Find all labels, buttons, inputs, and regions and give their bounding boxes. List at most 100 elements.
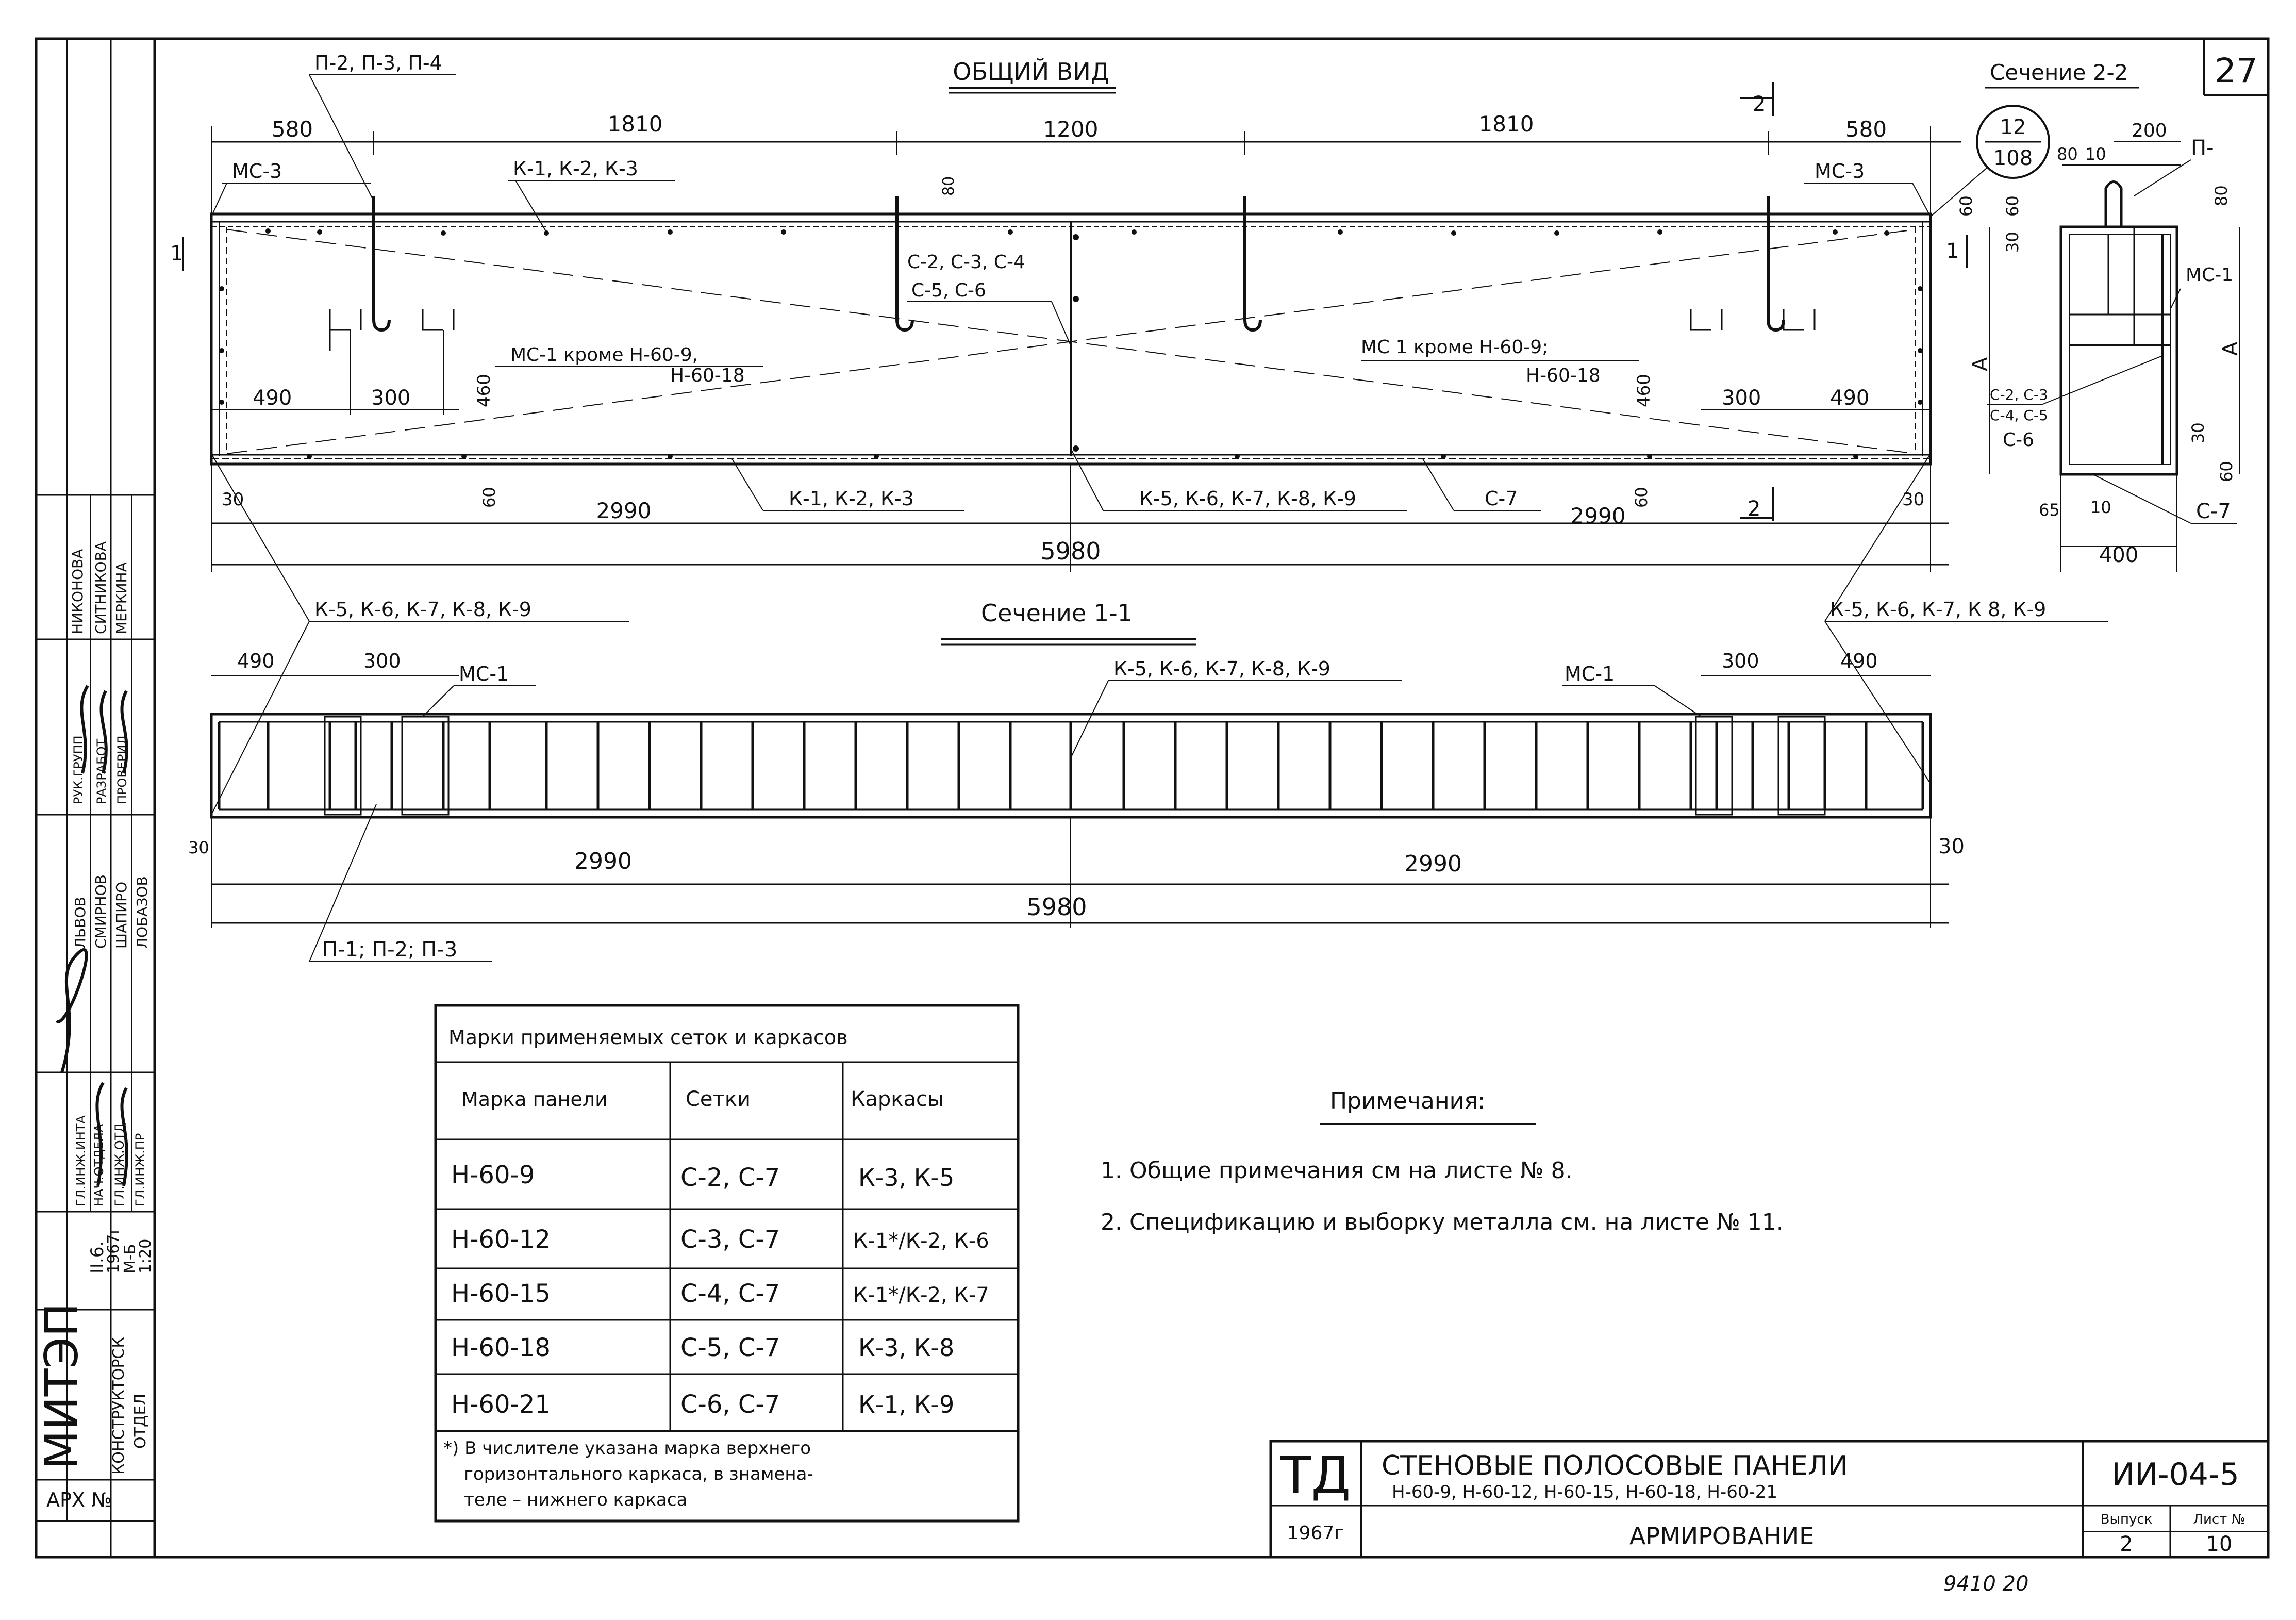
table-cell: С-2, С-7 xyxy=(680,1163,780,1192)
s11-k-mid: К-5, К-6, К-7, К-8, К-9 xyxy=(1113,657,1330,680)
table-cell: Н-60-18 xyxy=(451,1333,551,1362)
table-cell: К-1, К-9 xyxy=(858,1391,954,1418)
stamp-name: ЛЬВОВ xyxy=(72,897,89,949)
s11-dim-total: 5980 xyxy=(1026,893,1087,921)
table-cell: Н-60-12 xyxy=(451,1225,551,1254)
table-cell: К-3, К-5 xyxy=(858,1164,954,1192)
s22-c7: С-7 xyxy=(2196,500,2231,523)
label-d60-left: 60 xyxy=(479,487,499,508)
note-item: 1. Общие примечания см на листе № 8. xyxy=(1101,1158,1573,1184)
label-ms3-left: МС-3 xyxy=(232,160,282,183)
section-mark-1-right: 1 xyxy=(1946,239,1959,263)
stirrup-bars xyxy=(218,722,1924,809)
dim-top-2: 1810 xyxy=(608,111,663,137)
table-cell: Н-60-15 xyxy=(451,1279,551,1308)
table-header-panel: Марка панели xyxy=(461,1088,608,1111)
s11-d300-right: 300 xyxy=(1722,650,1759,672)
dim-edge-left: 30 xyxy=(222,489,244,510)
table-cell: Н-60-9 xyxy=(451,1161,535,1189)
label-k5-bottom: К-5, К-6, К-7, К-8, К-9 xyxy=(1139,487,1356,510)
table-cell: К-1*/К-2, К-6 xyxy=(853,1229,989,1253)
table-title: Марки применяемых сеток и каркасов xyxy=(448,1026,848,1049)
s22-d80: 80 xyxy=(2057,144,2078,164)
s22-d65: 65 xyxy=(2039,500,2060,520)
sheet-number: 27 xyxy=(2215,51,2258,91)
stamp-name: НИКОНОВА xyxy=(69,549,86,634)
table-cell: С-3, С-7 xyxy=(680,1225,780,1254)
s11-edge-left: 30 xyxy=(188,838,209,857)
notes: Примечания: 1. Общие примечания см на ли… xyxy=(1101,1088,1784,1235)
title-year: 1967г xyxy=(1287,1523,1344,1544)
dim-top-5: 580 xyxy=(1845,117,1887,142)
section-mark-2-top: 2 xyxy=(1753,92,1766,116)
s11-d490-right: 490 xyxy=(1840,650,1878,672)
s22-ms1: МС-1 xyxy=(2186,265,2233,286)
s22-d60: 60 xyxy=(2003,195,2022,217)
title-sheet: 10 xyxy=(2206,1532,2233,1556)
label-ms3-right: МС-3 xyxy=(1815,160,1865,183)
callout-top: 12 xyxy=(2000,115,2026,139)
s11-d300-left: 300 xyxy=(363,650,401,672)
section-11-title: Сечение 1-1 xyxy=(981,599,1133,627)
label-d300-left: 300 xyxy=(371,386,410,410)
stamp-org: МИТЭП xyxy=(35,1303,88,1469)
s22-d400: 400 xyxy=(2099,543,2138,567)
label-d490-right: 490 xyxy=(1830,386,1869,410)
table-cell: С-4, С-7 xyxy=(680,1279,780,1308)
note-item: 2. Спецификацию и выборку металла см. на… xyxy=(1101,1209,1784,1235)
s22-d10b: 10 xyxy=(2090,498,2111,517)
lifting-loop xyxy=(1243,196,1262,332)
s11-ms1-right: МС-1 xyxy=(1565,663,1615,685)
callout-circle xyxy=(1976,105,2050,179)
table-footnote-1: *) В числителе указана марка верхнего xyxy=(443,1438,811,1459)
s22-d10: 10 xyxy=(2085,144,2106,164)
title-code: ИИ-04-5 xyxy=(2111,1457,2239,1493)
stamp-scale-2: 1:20 xyxy=(137,1239,155,1274)
lifting-loop xyxy=(895,196,914,332)
label-c7: С-7 xyxy=(1485,487,1518,510)
side-stamp: МИТЭП КОНСТРУКТОРСК ОТДЕЛ АРХ № II.6. 19… xyxy=(35,39,155,1557)
section-22-title: Сечение 2-2 xyxy=(1990,60,2128,85)
s22-p-label: П- xyxy=(2191,136,2214,160)
stamp-name: МЕРКИНА xyxy=(113,562,130,634)
label-d460-right: 460 xyxy=(1634,374,1654,407)
bottom-note: 9410 20 xyxy=(1943,1572,2028,1596)
dim-bottom-1: 2990 xyxy=(596,498,652,523)
s22-d30b: 30 xyxy=(2188,422,2208,443)
s22-a-right: А xyxy=(2219,341,2242,356)
dim-top-4: 1810 xyxy=(1479,111,1534,137)
s22-c-2: С-4, С-5 xyxy=(1990,407,2048,424)
title-sheet-title: АРМИРОВАНИЕ xyxy=(1629,1522,1814,1550)
s22-a-left: А xyxy=(1969,357,1992,371)
title-issue-label: Выпуск xyxy=(2101,1512,2153,1527)
s11-k-left: К-5, К-6, К-7, К-8, К-9 xyxy=(314,598,531,621)
notes-title: Примечания: xyxy=(1330,1088,1486,1114)
title-issue: 2 xyxy=(2120,1532,2133,1556)
s22-c-3: С-6 xyxy=(2003,429,2034,451)
stamp-date-1: II.6. xyxy=(87,1241,108,1274)
s11-ms1-left: МС-1 xyxy=(459,663,509,685)
s11-d490-left: 490 xyxy=(237,650,275,672)
s11-k-right: К-5, К-6, К-7, К 8, К-9 xyxy=(1830,598,2046,621)
s11-dim-bottom-1: 2990 xyxy=(574,848,632,874)
table-cell: С-5, С-7 xyxy=(680,1333,780,1362)
section-1-1: Сечение 1-1 К-5, К-6, К-7, К-8, К-9 К-5,… xyxy=(188,453,2108,962)
lifting-loop xyxy=(1767,196,1785,332)
embedded-plates xyxy=(329,309,1816,351)
stamp-role: ГЛ.ИНЖ.ПР xyxy=(133,1133,147,1206)
s22-d200: 200 xyxy=(2132,120,2167,141)
stamp-name: СИТНИКОВА xyxy=(92,541,109,634)
label-d490-left: 490 xyxy=(253,386,292,410)
s11-dim-bottom-2: 2990 xyxy=(1404,851,1462,877)
rebar-dots xyxy=(219,228,1923,459)
table-footnote-3: теле – нижнего каркаса xyxy=(464,1490,687,1510)
s22-d30: 30 xyxy=(2003,232,2022,253)
signature-scribble xyxy=(55,685,128,1186)
dim-total: 5980 xyxy=(1040,537,1101,565)
title-sub: Н-60-9, Н-60-12, Н-60-15, Н-60-18, Н-60-… xyxy=(1392,1482,1777,1502)
s11-edge-right: 30 xyxy=(1938,835,1965,858)
label-p-top: П-2, П-3, П-4 xyxy=(314,52,442,74)
label-ms1-right-2: Н-60-18 xyxy=(1526,365,1601,386)
table-header-frame: Каркасы xyxy=(851,1087,944,1111)
dim-top-1: 580 xyxy=(272,117,313,142)
